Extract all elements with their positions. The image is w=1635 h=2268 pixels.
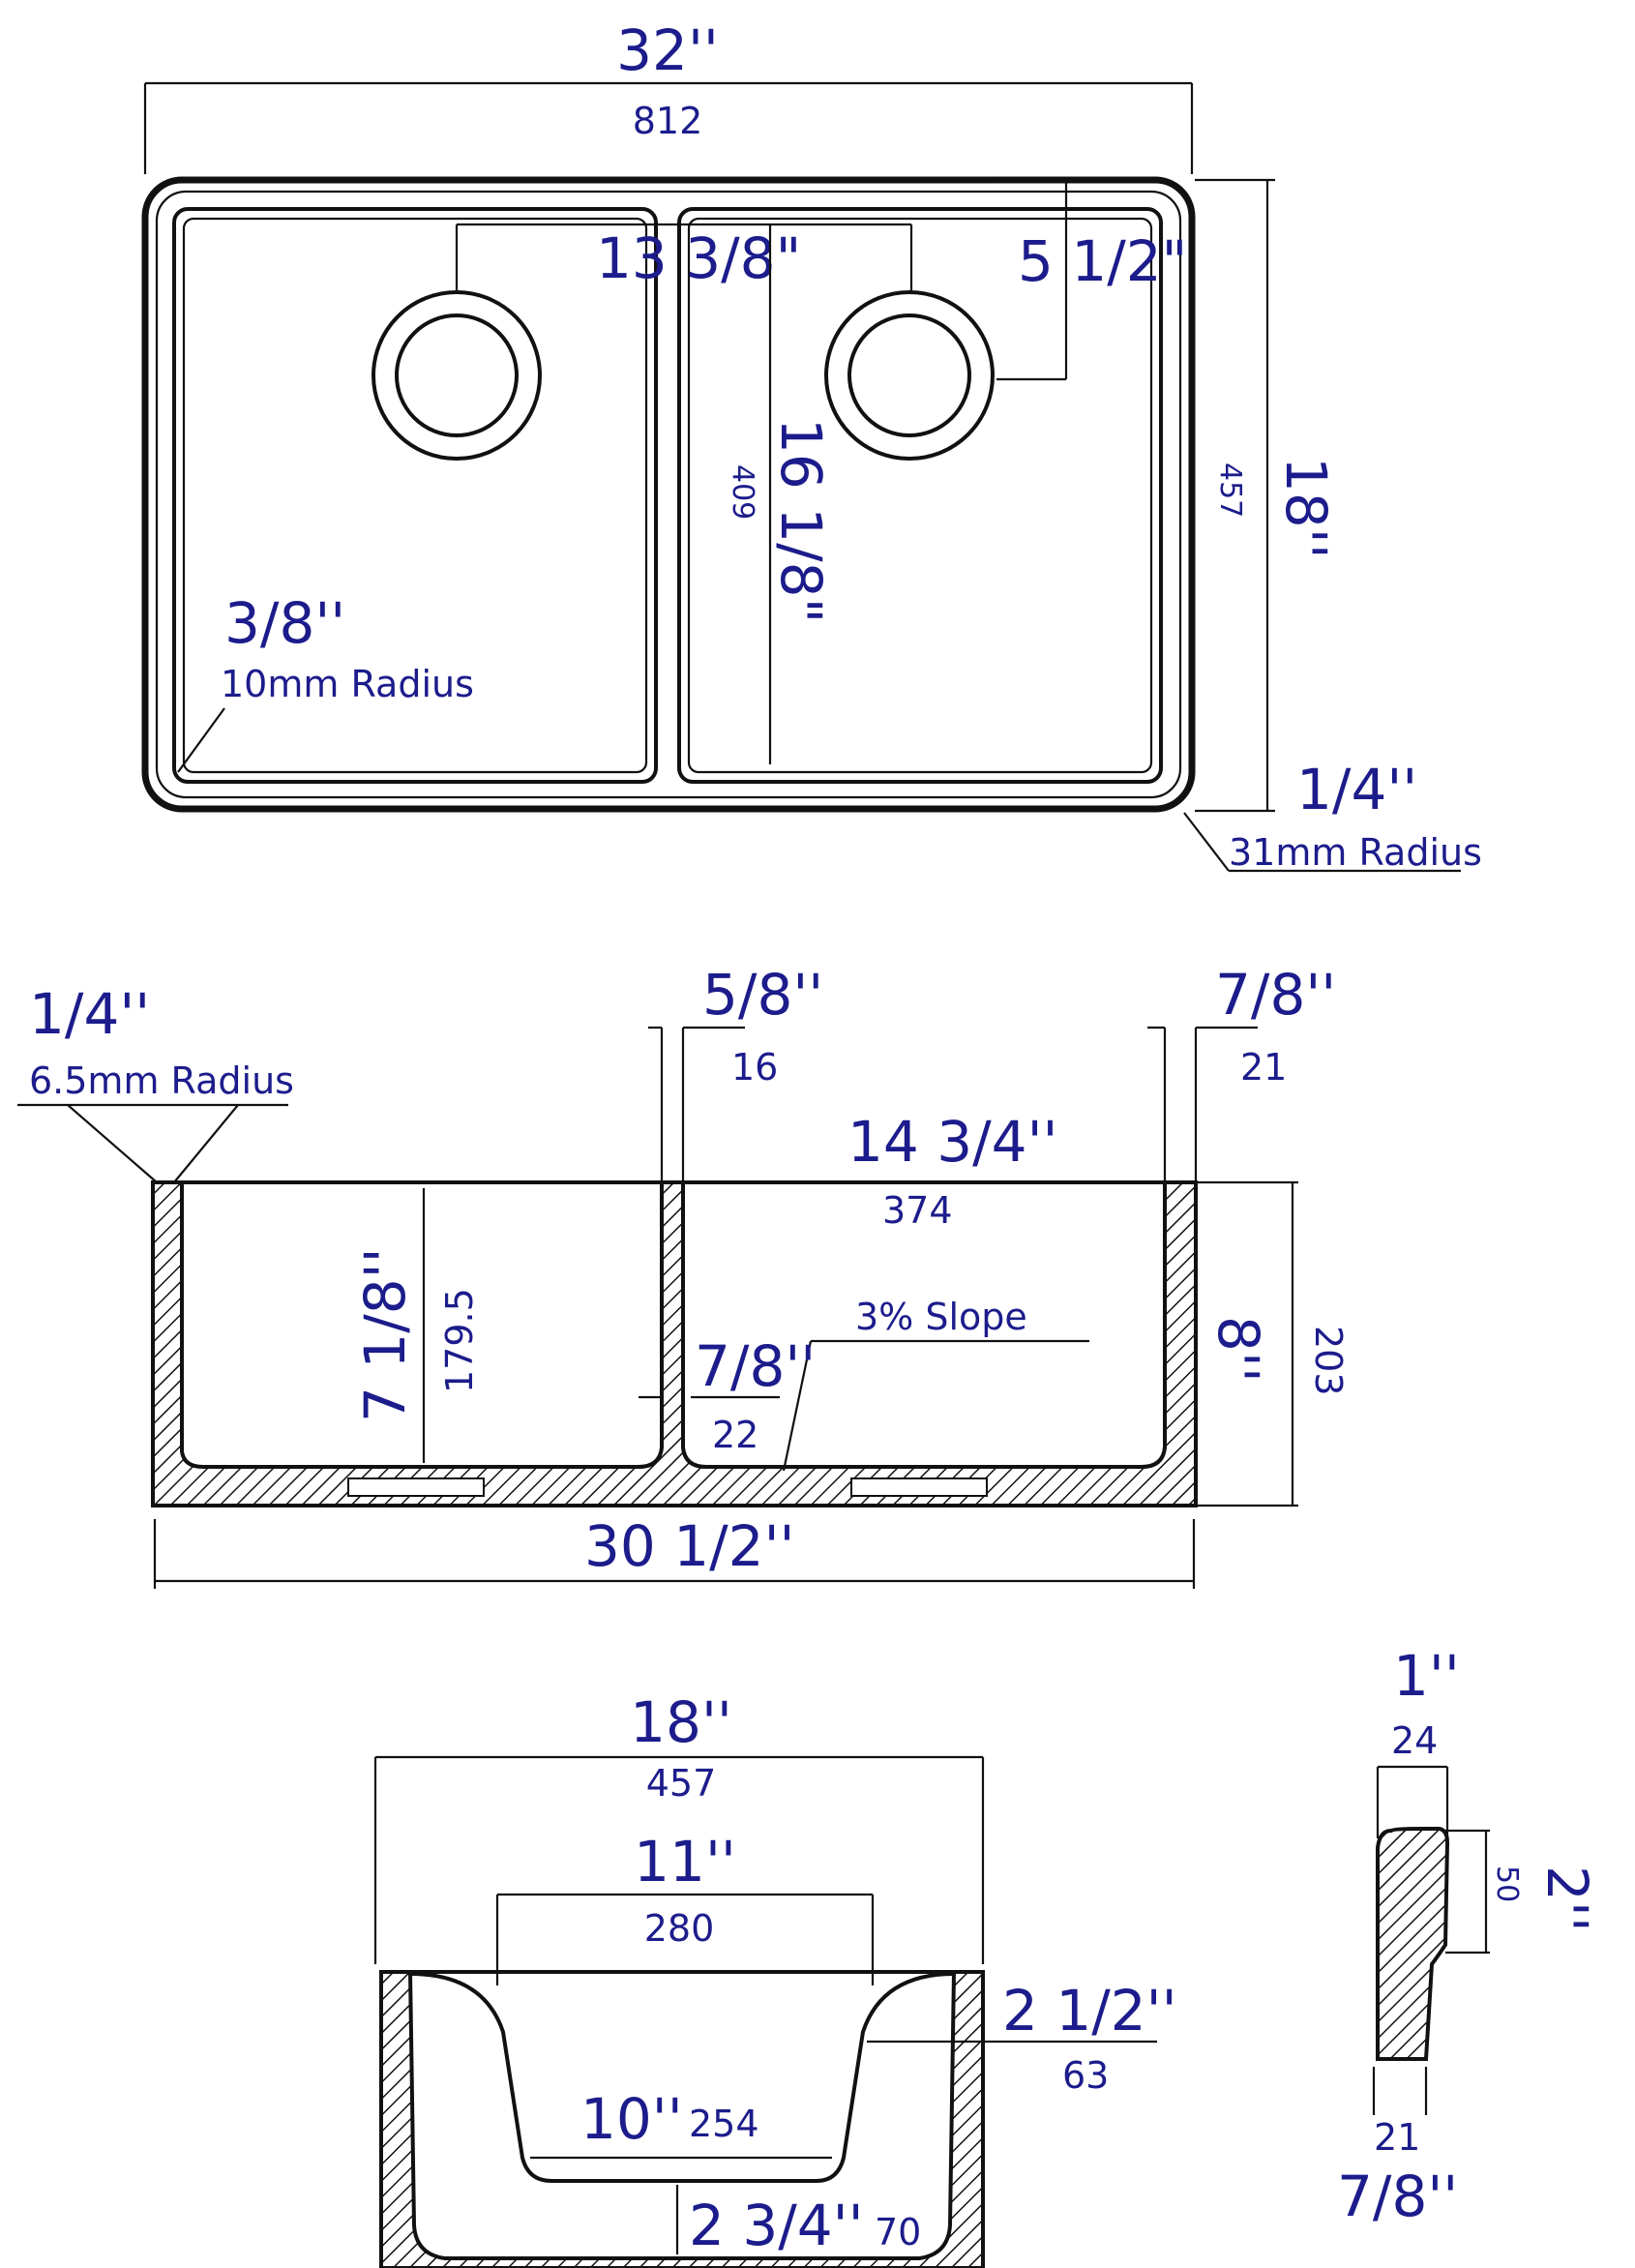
rim-bottom-in: 7/8'' <box>1337 2164 1458 2229</box>
bottom-thickness-mm: 22 <box>712 1414 758 1456</box>
basin-depth-mm: 409 <box>726 464 759 520</box>
front-overall-width: 30 1/2'' <box>584 1513 794 1579</box>
rim-top-in: 1'' <box>1393 1643 1460 1709</box>
overall-width-in: 32'' <box>616 17 719 83</box>
overall-height-mm: 203 <box>1307 1326 1350 1396</box>
inner-radius-mm: 10mm Radius <box>221 663 474 705</box>
basin-width-mm: 374 <box>882 1189 953 1232</box>
bottom-thickness-in: 7/8'' <box>695 1333 816 1399</box>
side-overall-in: 18'' <box>630 1689 732 1755</box>
overall-height-in: 8'' <box>1205 1316 1271 1383</box>
basin-height-mm: 179.5 <box>438 1288 481 1393</box>
rim-detail: 1'' 24 50 2'' 21 7/8'' <box>1337 1643 1600 2229</box>
bottom-width-in: 10'' <box>580 2086 683 2152</box>
rim-top-mm: 24 <box>1391 1719 1438 1762</box>
divider-in: 5/8'' <box>702 962 823 1028</box>
front-radius-in: 1/4'' <box>29 981 150 1047</box>
front-section: 1/4'' 6.5mm Radius 5/8'' 16 7/8'' 21 14 … <box>17 962 1350 1589</box>
divider-mm: 16 <box>731 1046 778 1089</box>
top-opening-in: 11'' <box>634 1829 736 1895</box>
bottom-height-in: 2 3/4'' <box>689 2193 864 2258</box>
basin-width-in: 14 3/4'' <box>847 1109 1057 1175</box>
bottom-height-mm: 70 <box>875 2211 921 2253</box>
slope-label: 3% Slope <box>855 1296 1027 1338</box>
top-opening-mm: 280 <box>644 1907 715 1950</box>
rim-height-mm: 50 <box>1490 1865 1524 1902</box>
top-view: 32'' 812 13 3/8" 5 1/2" 16 1/8" 409 <box>141 17 1482 874</box>
basin-depth-in: 16 1/8" <box>768 418 834 623</box>
side-wall-in: 7/8'' <box>1215 962 1336 1028</box>
basin-height-in: 7 1/8'' <box>352 1247 418 1422</box>
outer-radius-mm: 31mm Radius <box>1229 831 1482 874</box>
side-offset-mm: 63 <box>1062 2054 1109 2097</box>
overall-depth-in: 18'' <box>1273 457 1339 559</box>
drain-offset: 5 1/2" <box>1018 228 1187 294</box>
side-section: 18'' 457 11'' 280 2 1/2'' 63 10'' 254 2 … <box>373 1689 1177 2268</box>
right-drain <box>824 290 995 461</box>
outer-radius-in: 1/4'' <box>1296 757 1417 822</box>
drain-spacing: 13 3/8" <box>596 225 801 291</box>
rim-bottom-mm: 21 <box>1374 2116 1420 2159</box>
inner-radius-in: 3/8'' <box>224 590 345 656</box>
overall-width-mm: 812 <box>633 100 703 142</box>
overall-depth-mm: 457 <box>1213 463 1247 518</box>
front-radius-mm: 6.5mm Radius <box>29 1059 294 1102</box>
side-offset-in: 2 1/2'' <box>1002 1978 1177 2044</box>
side-overall-mm: 457 <box>646 1762 717 1805</box>
rim-height-in: 2'' <box>1534 1865 1600 1932</box>
bottom-width-mm: 254 <box>689 2103 759 2145</box>
side-wall-mm: 21 <box>1240 1046 1287 1089</box>
